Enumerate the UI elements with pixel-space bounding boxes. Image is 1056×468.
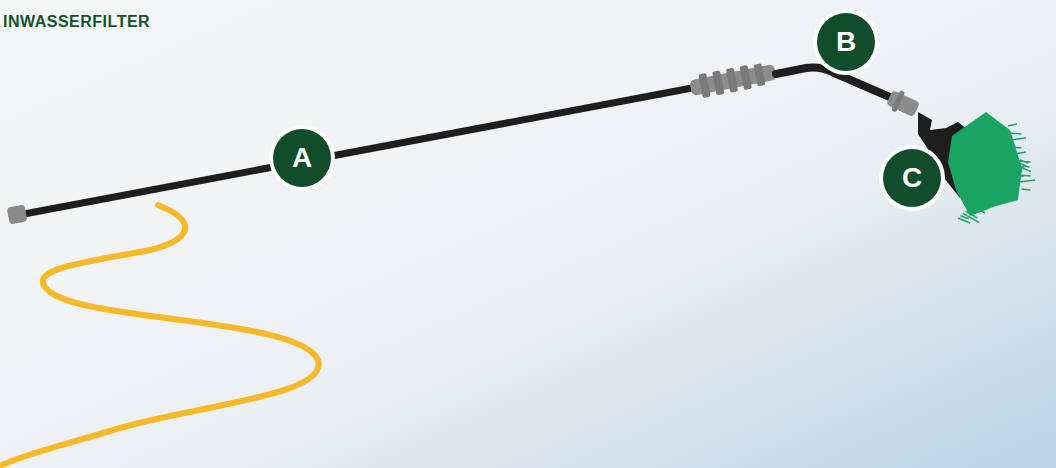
heading: INWASSERFILTER xyxy=(3,13,150,31)
callout-ring xyxy=(269,125,335,191)
callout-letter: B xyxy=(836,28,856,56)
telescopic-pole xyxy=(24,88,692,214)
callout-ring xyxy=(879,145,945,211)
water-hose xyxy=(0,205,319,466)
end-cap xyxy=(7,204,28,224)
brush-bristles xyxy=(948,112,1035,223)
callout-letter: C xyxy=(902,164,922,192)
callout-circle xyxy=(883,149,941,207)
callout-ring xyxy=(813,9,879,75)
pole-clamp xyxy=(689,60,778,100)
callout-circle xyxy=(817,13,875,71)
callout-letter: A xyxy=(292,144,312,172)
brush-connector xyxy=(885,87,921,120)
callout-circle xyxy=(273,129,331,187)
